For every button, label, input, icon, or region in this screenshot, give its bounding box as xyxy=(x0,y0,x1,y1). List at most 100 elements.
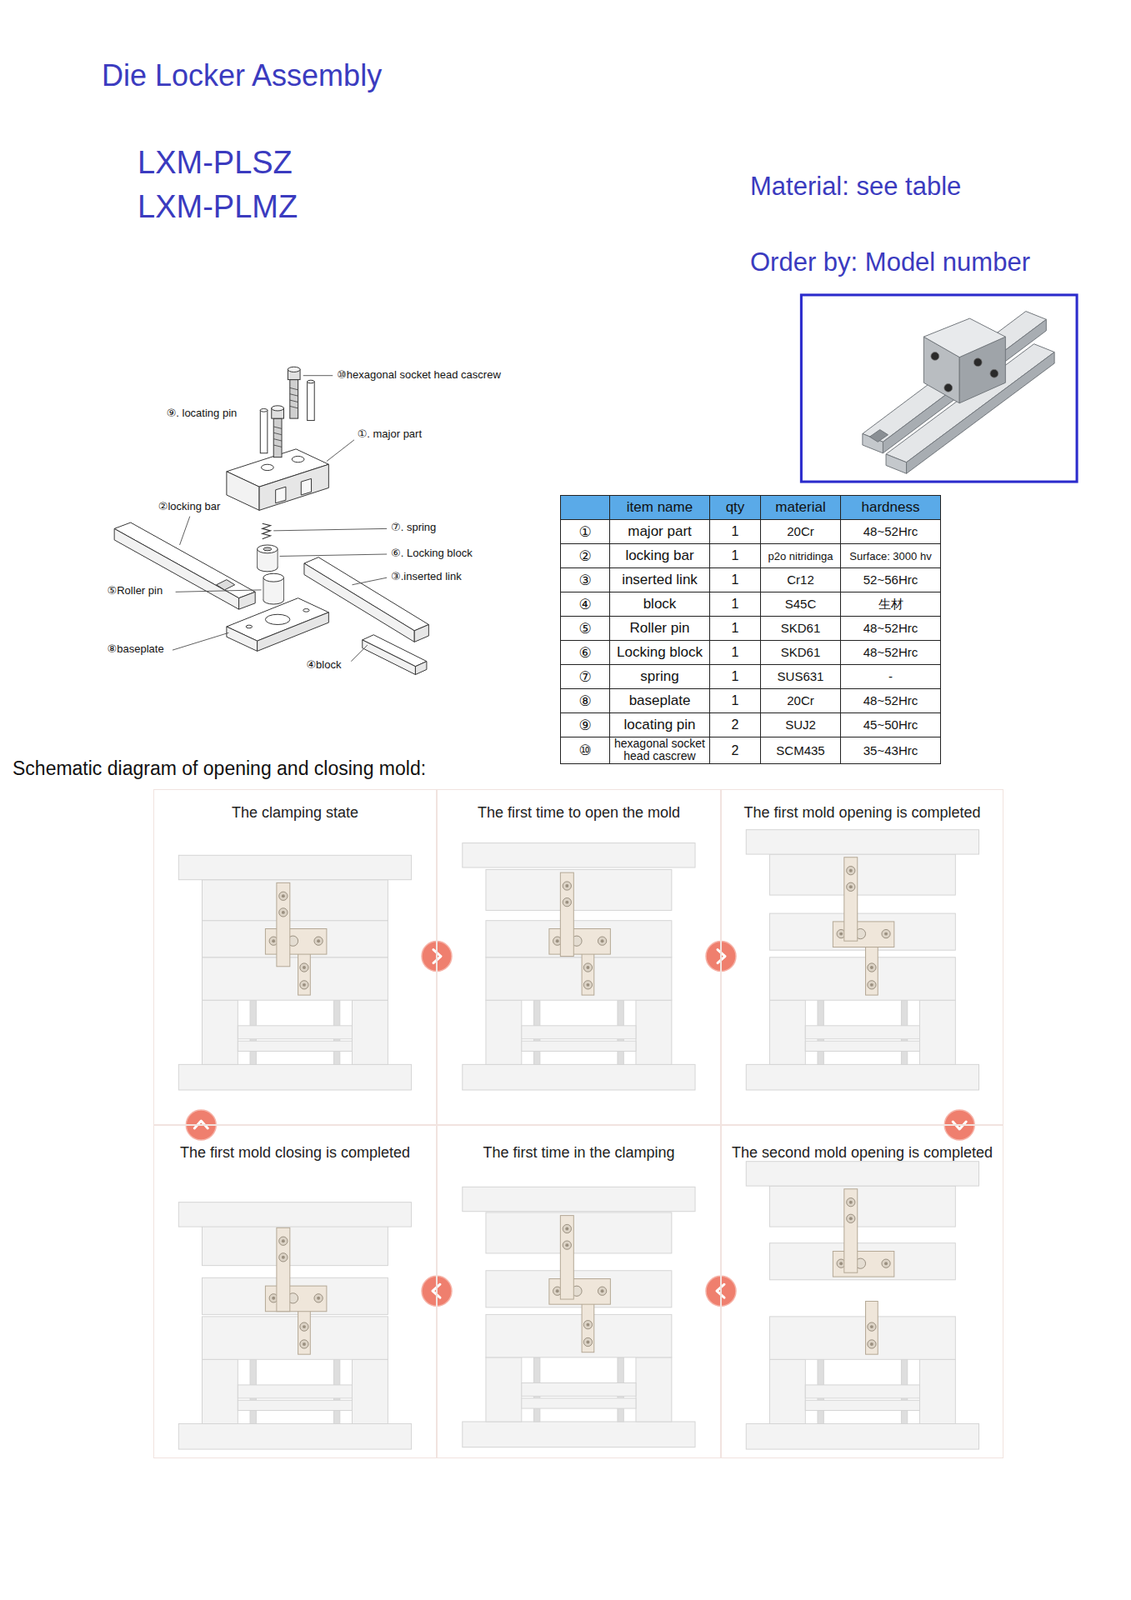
screw-symbol xyxy=(870,1325,874,1329)
table-cell: ④ xyxy=(560,592,611,617)
screw-symbol xyxy=(846,1198,856,1207)
socket-screw xyxy=(271,405,285,411)
table-cell: SUS631 xyxy=(760,665,841,690)
mold-plate xyxy=(485,1271,672,1308)
table-value: 1 xyxy=(731,548,740,563)
baseplate-hole xyxy=(265,614,290,625)
table-cell: ⑩ xyxy=(560,737,611,765)
illustration-group xyxy=(114,295,1077,1450)
table-row: ②locking bar1p2o nitridingaSurface: 3000… xyxy=(560,544,941,569)
screw-symbol xyxy=(839,1261,843,1266)
table-cell: Roller pin xyxy=(610,616,711,641)
item-number: ① xyxy=(578,523,591,541)
table-value: locating pin xyxy=(623,716,696,733)
locating-pin xyxy=(307,381,316,421)
screw-symbol xyxy=(562,897,571,906)
item-number: ⑤ xyxy=(578,620,591,637)
screw-symbol xyxy=(271,939,276,943)
table-value: SKD61 xyxy=(780,645,821,660)
mold-plate xyxy=(521,1040,636,1051)
mold-plate xyxy=(352,1000,389,1065)
screw-symbol xyxy=(849,885,853,889)
leader-line xyxy=(326,440,355,462)
locker-part xyxy=(560,872,574,956)
locking-bar xyxy=(239,591,256,610)
mold-plate xyxy=(201,920,388,958)
table-header-cell xyxy=(560,495,611,521)
mold-plate xyxy=(745,1423,979,1450)
screw-hole xyxy=(990,369,999,378)
screw-symbol xyxy=(565,884,569,888)
table-cell: 1 xyxy=(710,640,761,666)
mold-plate xyxy=(237,1040,352,1051)
table-value: 20Cr xyxy=(786,693,815,708)
locating-pin xyxy=(307,380,316,384)
mold-plate xyxy=(178,855,411,880)
table-header: qty xyxy=(725,499,746,516)
screw-thread xyxy=(290,400,299,402)
table-row: ①major part120Cr48~52Hrc xyxy=(560,520,941,545)
screw-thread xyxy=(273,439,282,441)
roller-pin xyxy=(263,573,284,582)
screw-symbol xyxy=(839,932,843,936)
product-photo xyxy=(800,295,1077,482)
screw-symbol xyxy=(870,983,874,987)
mold-plate xyxy=(635,1357,672,1422)
table-value: SCM435 xyxy=(775,743,825,758)
socket-screw xyxy=(287,366,301,372)
table-header: hardness xyxy=(861,499,921,516)
mold-plate xyxy=(805,1385,920,1399)
mold-illustration xyxy=(178,1202,411,1450)
table-header: material xyxy=(775,499,826,516)
screw-symbol xyxy=(884,932,888,936)
screw-symbol xyxy=(555,1289,560,1293)
table-cell: - xyxy=(840,665,941,690)
mold-plate xyxy=(462,1421,696,1448)
table-cell: 52~56Hrc xyxy=(840,568,941,593)
screw-symbol xyxy=(302,965,306,970)
mold-plate xyxy=(178,1064,411,1091)
screw-symbol xyxy=(583,1321,592,1330)
screw-symbol xyxy=(281,894,286,898)
table-cell: 48~52Hrc xyxy=(840,640,941,666)
table-value: baseplate xyxy=(629,692,691,709)
table-cell: 35~43Hrc xyxy=(840,737,941,765)
table-cell: ② xyxy=(560,544,611,569)
locating-pin xyxy=(260,408,268,412)
order-note: Order by: Model number xyxy=(750,247,1031,278)
table-cell: ⑧ xyxy=(560,689,611,714)
locker-part xyxy=(265,928,326,955)
guide-bar xyxy=(885,454,906,474)
mold-plate xyxy=(201,1000,238,1065)
locker-part xyxy=(581,1299,595,1353)
leader-line xyxy=(280,554,388,556)
table-cell: 48~52Hrc xyxy=(840,689,941,714)
stage-panel: The first mold opening is completed xyxy=(720,789,1004,1126)
mold-plate xyxy=(769,1316,956,1360)
screw-symbol xyxy=(881,929,891,938)
panel-caption: The second mold opening is completed xyxy=(721,1144,1003,1162)
table-cell: locking bar xyxy=(610,544,711,569)
table-cell: ③ xyxy=(560,568,611,593)
screw-symbol xyxy=(867,1322,876,1332)
screw-thread xyxy=(290,405,299,408)
page-title: Die Locker Assembly xyxy=(101,58,382,93)
table-value: SKD61 xyxy=(780,620,821,636)
mold-plate xyxy=(769,1359,806,1424)
screw-symbol xyxy=(302,1325,306,1329)
table-cell: 1 xyxy=(710,592,761,617)
screw-symbol xyxy=(271,1296,276,1301)
table-value: Cr12 xyxy=(786,572,815,587)
locker-part xyxy=(865,1301,879,1355)
screw-symbol xyxy=(583,1337,592,1347)
table-row: ④block1S45C生材 xyxy=(560,592,941,617)
panel-caption: The first mold opening is completed xyxy=(721,804,1003,821)
screw-hole xyxy=(944,383,953,392)
table-value: 20Cr xyxy=(786,524,815,539)
screw-thread xyxy=(273,445,282,447)
table-value: Locking block xyxy=(616,644,703,661)
mold-plate xyxy=(178,1423,411,1450)
table-value: Surface: 3000 hv xyxy=(849,550,931,563)
part-callout: ⑩hexagonal socket head cascrew xyxy=(336,369,501,382)
screw-symbol xyxy=(583,980,592,990)
